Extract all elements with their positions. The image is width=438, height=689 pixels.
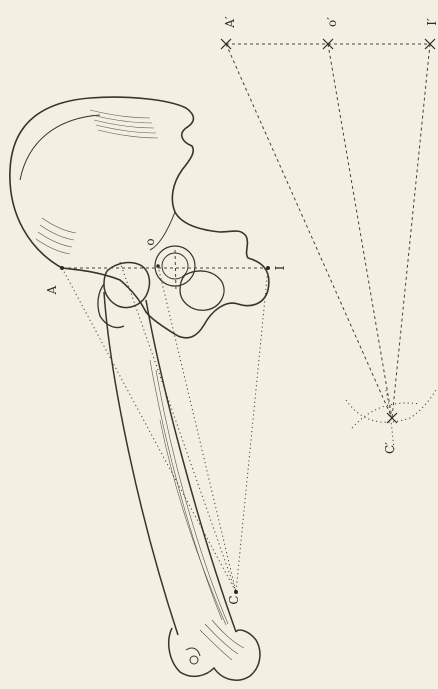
label-C: C [227, 595, 241, 604]
point-marks [60, 39, 435, 594]
point-A [60, 266, 64, 270]
label-o: o [143, 238, 157, 245]
label-I: I [273, 265, 287, 270]
line-o'-C' [328, 44, 392, 418]
label-A: A [45, 285, 59, 295]
line-o-C [158, 266, 236, 592]
point-I [266, 266, 270, 270]
line-I'-C' [392, 44, 430, 418]
line-A'-C' [226, 44, 392, 418]
pelvis-bone [10, 97, 269, 338]
point-C [234, 590, 238, 594]
line-I-C [236, 268, 268, 592]
construction-lines-right [226, 44, 436, 450]
mark-A-prime [221, 39, 231, 49]
labels: A o I C A′ o′ I′ C′ [45, 16, 438, 605]
label-o-prime: o′ [325, 17, 339, 27]
label-C-prime: C′ [383, 442, 397, 454]
label-A-prime: A′ [223, 16, 237, 29]
point-o [156, 264, 160, 268]
construction-lines-left [62, 250, 268, 592]
femur-bone [98, 263, 260, 681]
label-I-prime: I′ [425, 18, 438, 26]
